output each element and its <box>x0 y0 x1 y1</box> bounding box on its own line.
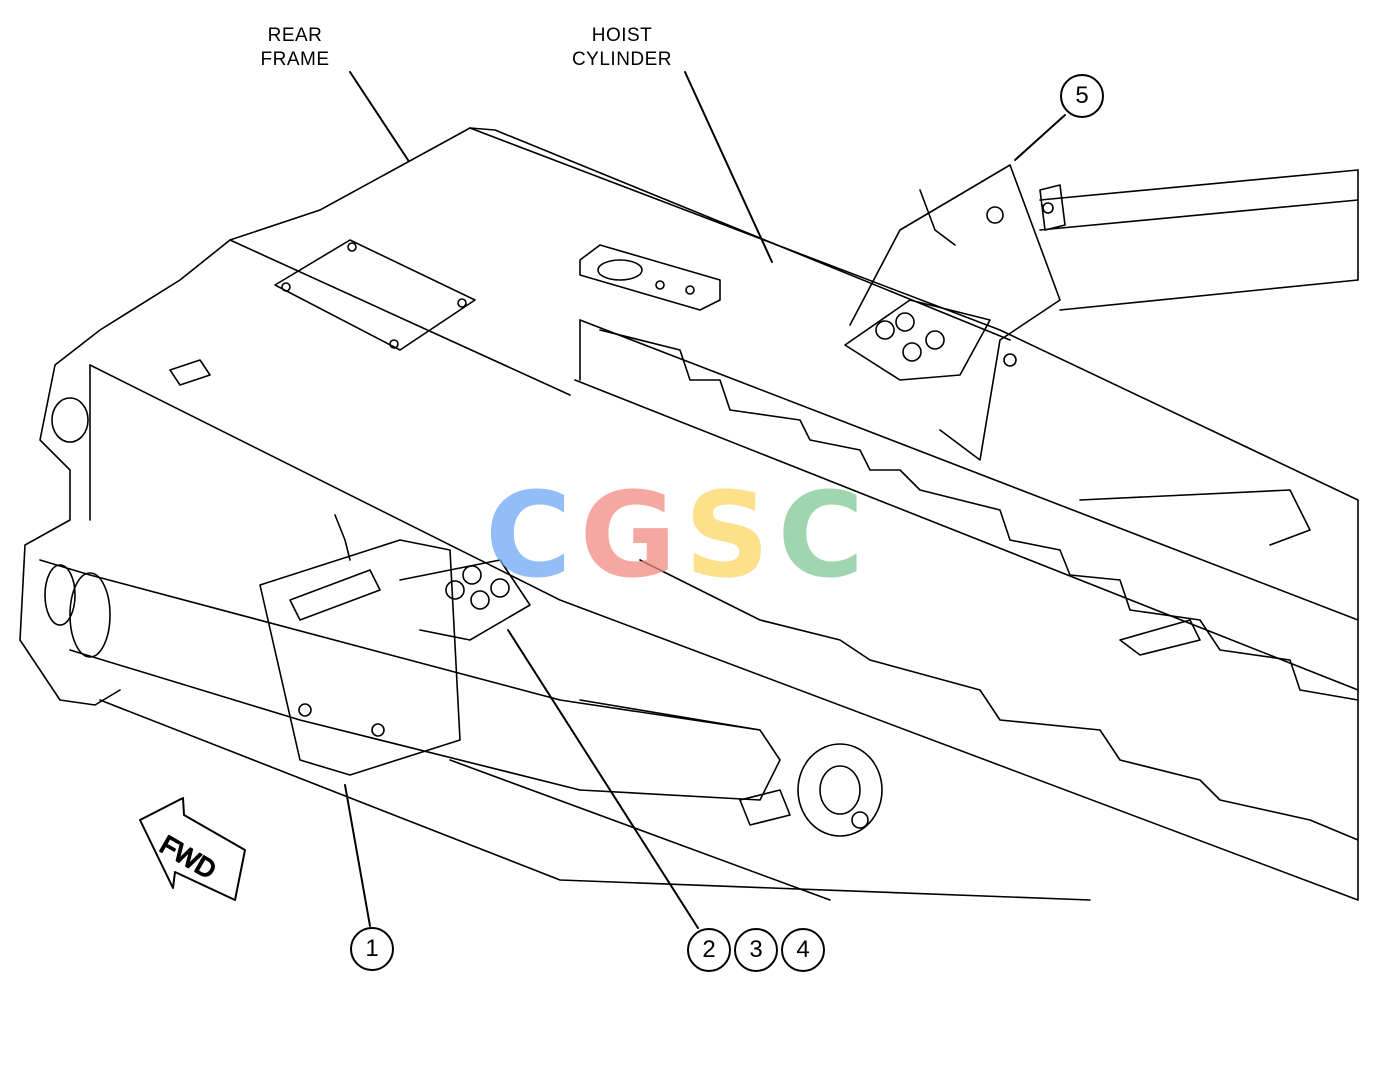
rear-frame-outline <box>19 127 1359 901</box>
watermark-letter-s: S <box>684 466 778 604</box>
bracket-left <box>259 514 531 776</box>
bracket-right <box>844 164 1061 461</box>
hoist-cylinder-label-line1: HOIST <box>591 25 653 46</box>
hoist-cylinder-label-line2: CYLINDER <box>571 49 673 70</box>
rear-frame-label-line2: FRAME <box>260 49 330 70</box>
callout-4: 4 <box>781 928 825 972</box>
fwd-arrow-label: FWD <box>155 829 221 885</box>
rear-frame-label-line1: REAR <box>267 25 323 46</box>
callout-2: 2 <box>687 928 731 972</box>
watermark-letter-c2: C <box>777 466 873 604</box>
callout-3: 3 <box>734 928 778 972</box>
side-plate <box>599 329 1359 841</box>
callout-5: 5 <box>1060 74 1104 118</box>
cgsc-watermark: C G S C <box>485 466 905 604</box>
callout-1: 1 <box>350 927 394 971</box>
hoist-cylinder-right <box>1039 169 1359 311</box>
access-plates <box>274 239 721 351</box>
hoist-cylinder-left <box>39 559 883 837</box>
fwd-arrow <box>139 797 246 901</box>
watermark-letter-g: G <box>579 466 685 604</box>
watermark-letter-c1: C <box>485 466 580 604</box>
leader-lines <box>344 71 1066 929</box>
rear-frame-label: REAR FRAME <box>240 24 350 72</box>
hoist-cylinder-label: HOIST CYLINDER <box>560 24 684 72</box>
